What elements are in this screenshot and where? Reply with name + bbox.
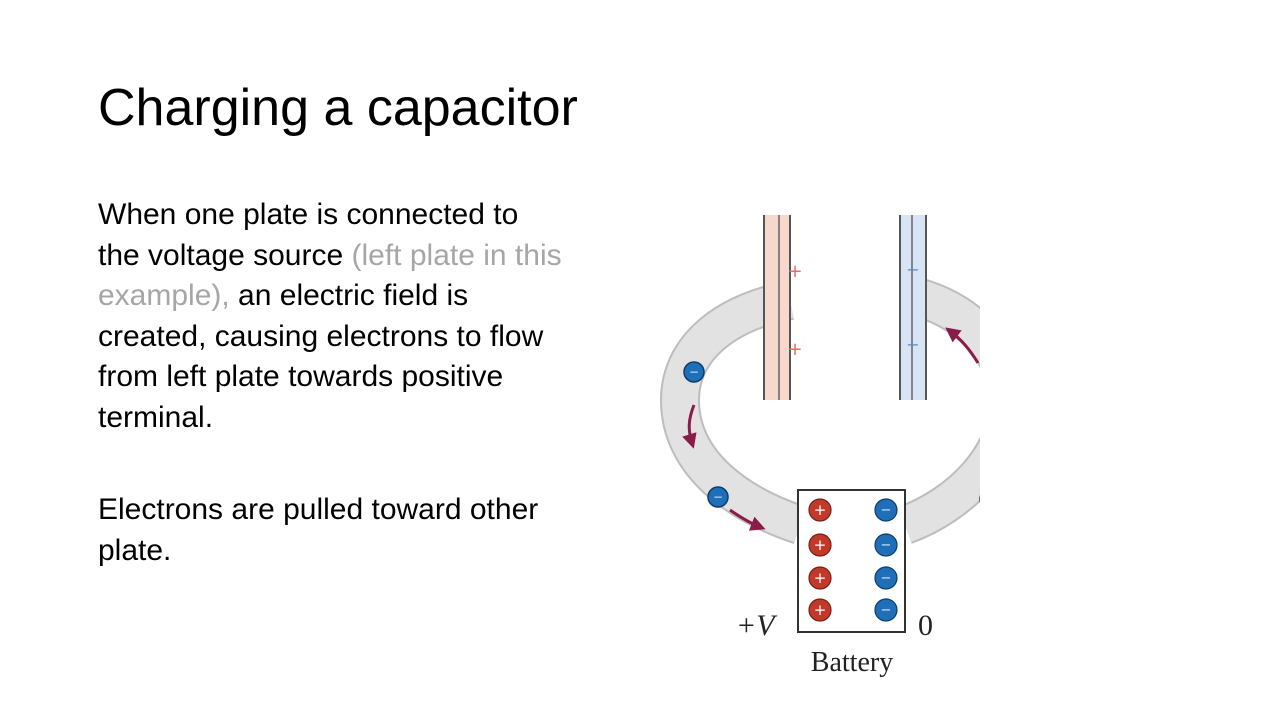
wire-electron: − bbox=[707, 486, 729, 508]
capacitor-circuit-diagram: + + − − − − bbox=[660, 205, 980, 685]
wire-loop-left bbox=[661, 282, 806, 543]
circuit-svg: + + − − − − bbox=[660, 215, 980, 678]
svg-text:+: + bbox=[814, 501, 827, 519]
body-text: When one plate is connected to the volta… bbox=[98, 195, 568, 571]
battery-positive-charge: + bbox=[808, 566, 832, 590]
svg-text:−: − bbox=[689, 365, 699, 379]
paragraph-2: Electrons are pulled toward other plate. bbox=[98, 493, 539, 567]
right-plate-charge: − bbox=[906, 260, 919, 279]
flow-arrow bbox=[729, 508, 766, 531]
svg-text:+: + bbox=[814, 601, 827, 619]
ground-terminal-label: 0 bbox=[918, 609, 933, 642]
svg-text:+: + bbox=[814, 536, 827, 554]
battery-negative-charge: − bbox=[874, 498, 898, 522]
battery-label: Battery bbox=[811, 647, 893, 678]
battery-positive-charge: + bbox=[808, 598, 832, 622]
svg-text:−: − bbox=[881, 538, 892, 553]
wire-electron: − bbox=[683, 361, 705, 383]
right-plate-charge: − bbox=[906, 335, 919, 354]
paragraph-1-text: When one plate is connected to the volta… bbox=[98, 198, 519, 272]
battery-negative-charge: − bbox=[874, 566, 898, 590]
battery-negative-charge: − bbox=[874, 533, 898, 557]
paragraph-1: When one plate is connected to the volta… bbox=[98, 195, 568, 438]
wire-loop-right bbox=[898, 277, 980, 542]
svg-text:−: − bbox=[713, 490, 723, 504]
right-plate: − − bbox=[899, 215, 927, 400]
positive-terminal-label: +V bbox=[736, 609, 778, 642]
battery-positive-charge: + bbox=[808, 533, 832, 557]
left-plate-charge: + bbox=[787, 339, 802, 360]
svg-text:−: − bbox=[881, 503, 892, 518]
svg-text:−: − bbox=[881, 571, 892, 586]
left-plate-charge: + bbox=[787, 261, 802, 282]
flow-arrow bbox=[682, 404, 697, 449]
svg-text:+: + bbox=[814, 569, 827, 587]
svg-text:−: − bbox=[881, 603, 892, 618]
battery-negative-charge: − bbox=[874, 598, 898, 622]
paragraph-1-continuation: an electric field is created, causing el… bbox=[98, 279, 544, 434]
slide-title: Charging a capacitor bbox=[98, 79, 578, 137]
battery-positive-charge: + bbox=[808, 498, 832, 522]
flow-arrow bbox=[945, 327, 980, 364]
paragraph-1-aside: (left plate in this example), bbox=[98, 238, 562, 313]
left-plate: + + bbox=[763, 215, 803, 400]
battery: + + + + − bbox=[797, 489, 906, 633]
